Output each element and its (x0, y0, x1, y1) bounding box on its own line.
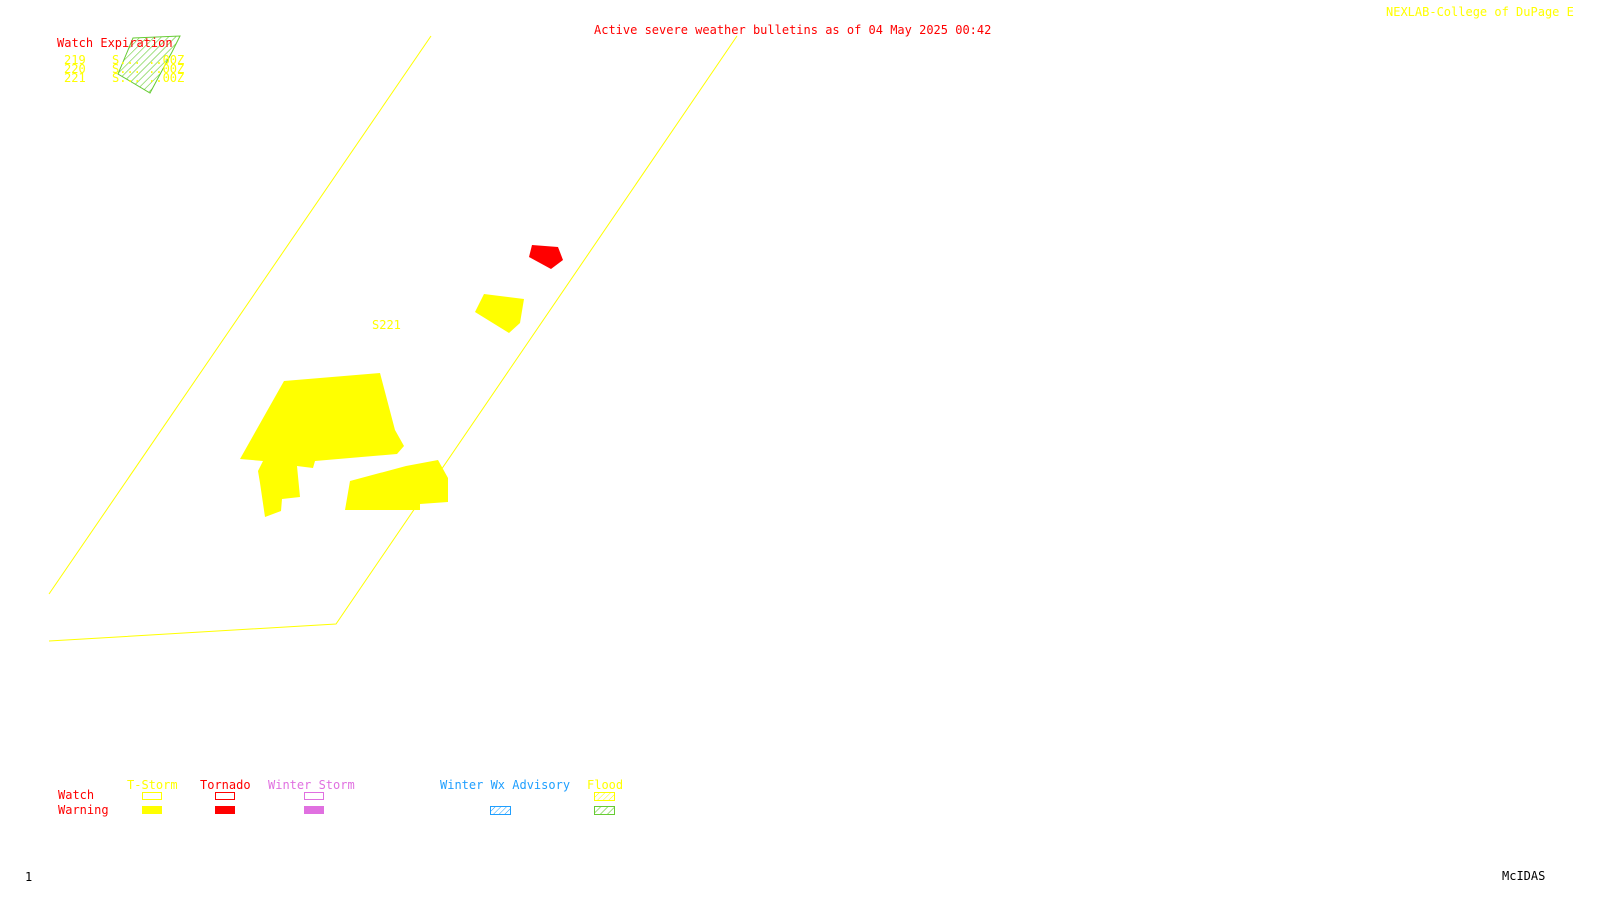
legend-tstorm-label: T-Storm (127, 778, 178, 792)
watch-id: 220 (64, 62, 86, 76)
legend-flood-label: Flood (587, 778, 624, 792)
winter-advisory-swatch (490, 806, 511, 815)
watch-id: 219 (64, 53, 86, 67)
watch-expiration-heading: Watch Expiration (57, 36, 173, 50)
bulletin-title: Active severe weather bulletins as of 04… (594, 23, 992, 37)
software-label: McIDAS (1502, 869, 1546, 883)
watch-box-outline-east (48, 35, 738, 642)
tstorm-warning-area (475, 294, 524, 333)
watch-time: S... ..00Z (112, 53, 185, 67)
flood-warning-swatch (594, 806, 615, 815)
tornado-watch-swatch (215, 792, 235, 800)
flood-watch-swatch (594, 792, 615, 801)
legend-winter-advisory-label: Winter Wx Advisory (440, 778, 571, 792)
watch-time: S... ..00Z (112, 71, 185, 85)
tornado-warning-swatch (215, 806, 235, 814)
legend-winter-storm-label: Winter Storm (268, 778, 355, 792)
legend-warning-label: Warning (58, 803, 109, 817)
tornado-warning-area (529, 245, 563, 269)
tstorm-warning-area (345, 460, 448, 510)
credit-label: NEXLAB-College of DuPage E (1386, 5, 1574, 19)
watch-id: 221 (64, 71, 86, 85)
watch-box-outline (48, 35, 432, 595)
legend-watch-label: Watch (58, 788, 95, 802)
flood-warning-area (117, 35, 181, 94)
watch-box-label: S221 (372, 318, 401, 332)
frame-number: 1 (25, 870, 33, 884)
winter-storm-watch-swatch (304, 792, 324, 800)
tstorm-warning-swatch (142, 806, 162, 814)
watch-time: S... ..00Z (112, 62, 185, 76)
winter-storm-warning-swatch (304, 806, 324, 814)
tstorm-watch-swatch (142, 792, 162, 800)
legend-tornado-label: Tornado (200, 778, 251, 792)
tstorm-warning-area (240, 373, 404, 517)
